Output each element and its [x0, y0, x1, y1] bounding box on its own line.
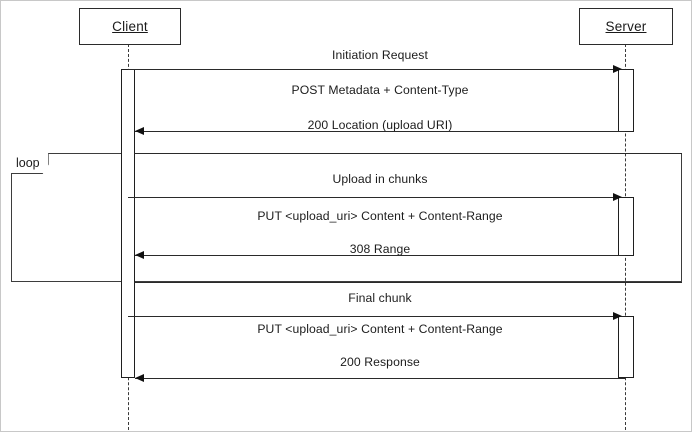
section-label-chunks: Upload in chunks	[332, 172, 428, 186]
participant-server-label: Server	[605, 19, 647, 34]
message-label-m4: 308 Range	[349, 242, 411, 256]
message-arrowhead-m4	[135, 251, 144, 259]
activation-bar-client	[121, 69, 135, 378]
message-line-m4	[135, 255, 625, 256]
participant-client[interactable]: Client	[79, 8, 181, 45]
activation-bar-server-chunk	[618, 197, 634, 256]
section-divider-chunks	[134, 153, 682, 154]
section-label-final: Final chunk	[348, 291, 412, 305]
message-arrowhead-m2	[135, 127, 144, 135]
message-line-m5	[128, 316, 621, 317]
message-arrowhead-m1	[613, 65, 622, 73]
message-label-m3: PUT <upload_uri> Content + Content-Range	[257, 209, 503, 223]
activation-bar-server-final	[618, 316, 634, 378]
message-label-m6: 200 Response	[340, 355, 420, 369]
message-label-m2: 200 Location (upload URI)	[307, 118, 453, 132]
message-arrowhead-m5	[613, 312, 622, 320]
message-label-m5: PUT <upload_uri> Content + Content-Range	[257, 322, 503, 336]
participant-server[interactable]: Server	[579, 8, 673, 45]
fragment-operator-label: loop	[11, 153, 49, 174]
message-line-m1	[128, 69, 621, 70]
section-divider-final	[134, 282, 682, 283]
section-label-initiation: Initiation Request	[332, 48, 428, 62]
message-line-m6	[135, 378, 625, 379]
message-arrowhead-m3	[613, 193, 622, 201]
participant-client-label: Client	[112, 19, 148, 34]
message-line-m2	[135, 131, 625, 132]
message-arrowhead-m6	[135, 374, 144, 382]
message-label-m1: POST Metadata + Content-Type	[291, 83, 469, 97]
message-line-m3	[128, 197, 621, 198]
activation-bar-server-initiation	[618, 69, 634, 132]
